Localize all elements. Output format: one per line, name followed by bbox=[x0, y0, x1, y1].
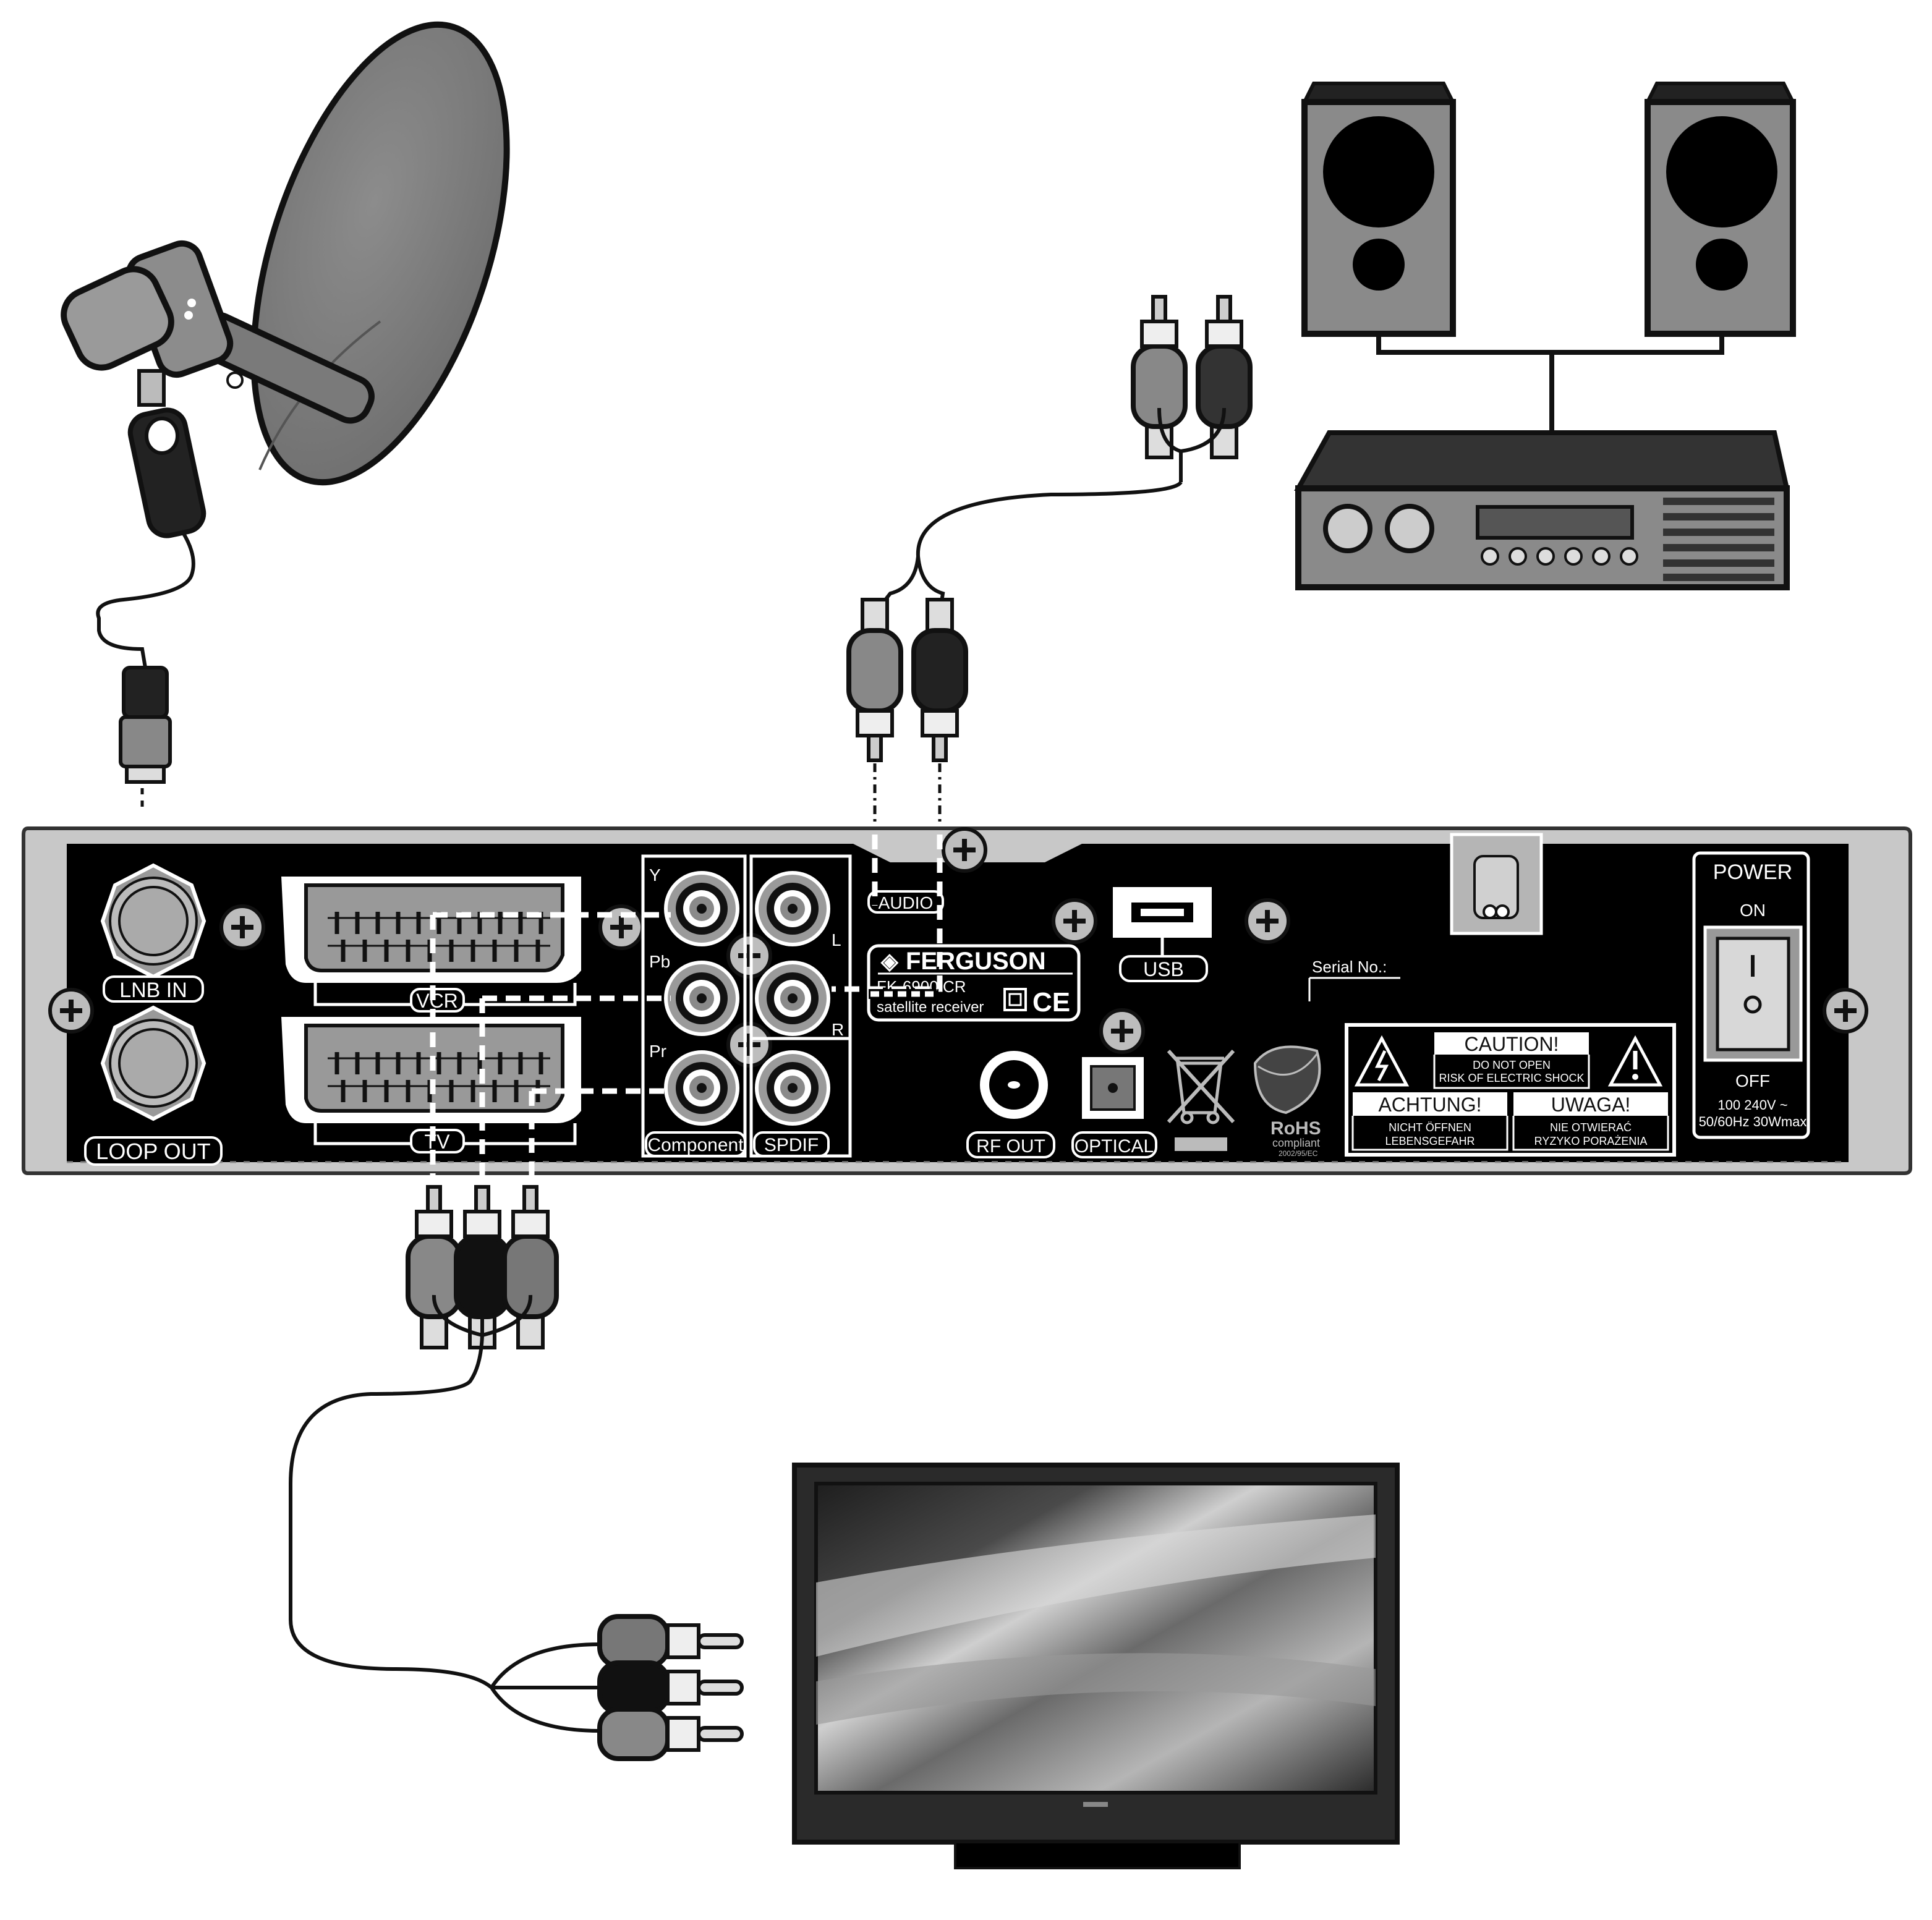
warning-triangle-icon bbox=[1607, 1035, 1663, 1087]
caution-title: CAUTION! bbox=[1465, 1033, 1559, 1055]
lnb-in-label: LNB IN bbox=[119, 979, 187, 1002]
ce-mark-icon: CE bbox=[1032, 987, 1070, 1017]
brand-label: FERGUSON bbox=[906, 948, 1046, 975]
crossed-bin-icon bbox=[1167, 1049, 1235, 1151]
lnb-in-port[interactable] bbox=[100, 863, 206, 979]
tv-av-cable bbox=[289, 1294, 600, 1733]
screw-icon bbox=[1101, 1010, 1143, 1052]
screw-icon bbox=[1824, 990, 1866, 1032]
y-label: Y bbox=[649, 865, 661, 885]
pr-label: Pr bbox=[649, 1042, 666, 1061]
tv-label: TV bbox=[425, 1131, 451, 1153]
tv-rca-side-plug-3 bbox=[600, 1709, 742, 1759]
uwaga-title: UWAGA! bbox=[1551, 1094, 1631, 1116]
caution-line2: RISK OF ELECTRIC SHOCK bbox=[1439, 1072, 1584, 1084]
y-jack[interactable] bbox=[666, 873, 738, 945]
tv-rca-side-plug-2 bbox=[600, 1663, 742, 1712]
tv-rca-side-plug-1 bbox=[600, 1616, 742, 1666]
screw-icon bbox=[50, 990, 92, 1032]
component-label: Component bbox=[647, 1135, 744, 1155]
audio-rca-top-plug-white bbox=[1133, 297, 1185, 457]
caution-line1: DO NOT OPEN bbox=[1473, 1059, 1551, 1071]
serial-number-label: Serial No.: bbox=[1312, 958, 1387, 976]
audio-cable bbox=[873, 407, 1226, 631]
stereo-amplifier-icon bbox=[1294, 430, 1790, 590]
uwaga-line2: RYZYKO PORAŻENIA bbox=[1534, 1135, 1648, 1147]
pb-jack[interactable] bbox=[666, 962, 738, 1034]
audio-rca-bottom-plug-red bbox=[914, 600, 966, 760]
speaker-wires bbox=[1376, 334, 1724, 433]
audio-label: AUDIO bbox=[879, 893, 934, 912]
screw-icon bbox=[728, 935, 770, 977]
achtung-line2: LEBENSGEFAHR bbox=[1385, 1135, 1475, 1147]
l-label: L bbox=[832, 930, 841, 949]
pb-label: Pb bbox=[649, 952, 670, 971]
card-slot-icon bbox=[1450, 833, 1543, 935]
audio-group-frame bbox=[749, 854, 852, 1158]
usb-label: USB bbox=[1143, 958, 1184, 980]
optical-label: OPTICAL bbox=[1075, 1136, 1154, 1157]
warning-panel: CAUTION! DO NOT OPEN RISK OF ELECTRIC SH… bbox=[1345, 1023, 1676, 1157]
r-label: R bbox=[832, 1020, 844, 1039]
usb-port[interactable] bbox=[1113, 887, 1212, 938]
screw-icon bbox=[728, 1024, 770, 1066]
audio-r-jack[interactable] bbox=[757, 962, 828, 1034]
audio-rca-bottom-plug-white bbox=[849, 600, 901, 760]
rf-out-label: RF OUT bbox=[976, 1136, 1045, 1157]
screw-icon bbox=[1246, 900, 1288, 942]
spdif-jack[interactable] bbox=[757, 1052, 828, 1124]
loop-out-port[interactable] bbox=[100, 1005, 206, 1121]
spdif-label: SPDIF bbox=[764, 1135, 819, 1155]
screw-icon bbox=[943, 829, 985, 871]
rating-line2: 50/60Hz 30Wmax bbox=[1699, 1114, 1807, 1129]
achtung-line1: NICHT ÖFFNEN bbox=[1389, 1121, 1471, 1134]
power-switch[interactable] bbox=[1703, 925, 1803, 1062]
achtung-title: ACHTUNG! bbox=[1378, 1094, 1481, 1116]
ferguson-logo: ◈ bbox=[880, 948, 899, 974]
audio-rca-top-plug-red bbox=[1198, 297, 1250, 457]
connection-dashes bbox=[430, 835, 943, 1202]
satellite-dish-icon bbox=[61, 21, 510, 538]
screw-icon bbox=[1053, 900, 1096, 942]
off-label: OFF bbox=[1735, 1071, 1770, 1090]
power-label: POWER bbox=[1713, 860, 1792, 884]
speaker-right-icon bbox=[1645, 82, 1796, 337]
model-plate: ◈ FERGUSON FK-6900 CR satellite receiver… bbox=[867, 944, 1081, 1022]
rating-line1: 100 240V ~ bbox=[1717, 1097, 1787, 1113]
on-label: ON bbox=[1740, 901, 1766, 920]
flat-tv-icon bbox=[792, 1463, 1400, 1869]
pr-jack[interactable] bbox=[666, 1052, 738, 1124]
rf-out-port[interactable] bbox=[980, 1051, 1048, 1119]
lightning-warning-icon bbox=[1354, 1035, 1410, 1087]
rohs-label: RoHS bbox=[1270, 1118, 1321, 1139]
rohs-leaf-icon: RoHS compliant 2002/95/EC bbox=[1253, 1045, 1321, 1158]
audio-l-jack[interactable] bbox=[757, 873, 828, 945]
rohs-sub-label: compliant bbox=[1272, 1137, 1320, 1149]
lnb-connector-icon bbox=[119, 666, 172, 784]
uwaga-line1: NIE OTWIERAĆ bbox=[1550, 1121, 1632, 1134]
component-group-frame bbox=[641, 854, 747, 1158]
lnb-cable bbox=[96, 530, 195, 668]
screw-icon bbox=[221, 906, 263, 948]
rohs-directive-label: 2002/95/EC bbox=[1279, 1149, 1318, 1158]
loop-out-label: LOOP OUT bbox=[96, 1139, 210, 1164]
optical-port[interactable] bbox=[1082, 1057, 1144, 1119]
class-ii-icon bbox=[1003, 988, 1027, 1011]
speaker-left-icon bbox=[1301, 82, 1456, 337]
vcr-label: VCR bbox=[416, 990, 458, 1012]
model-sub-label: satellite receiver bbox=[877, 999, 984, 1016]
